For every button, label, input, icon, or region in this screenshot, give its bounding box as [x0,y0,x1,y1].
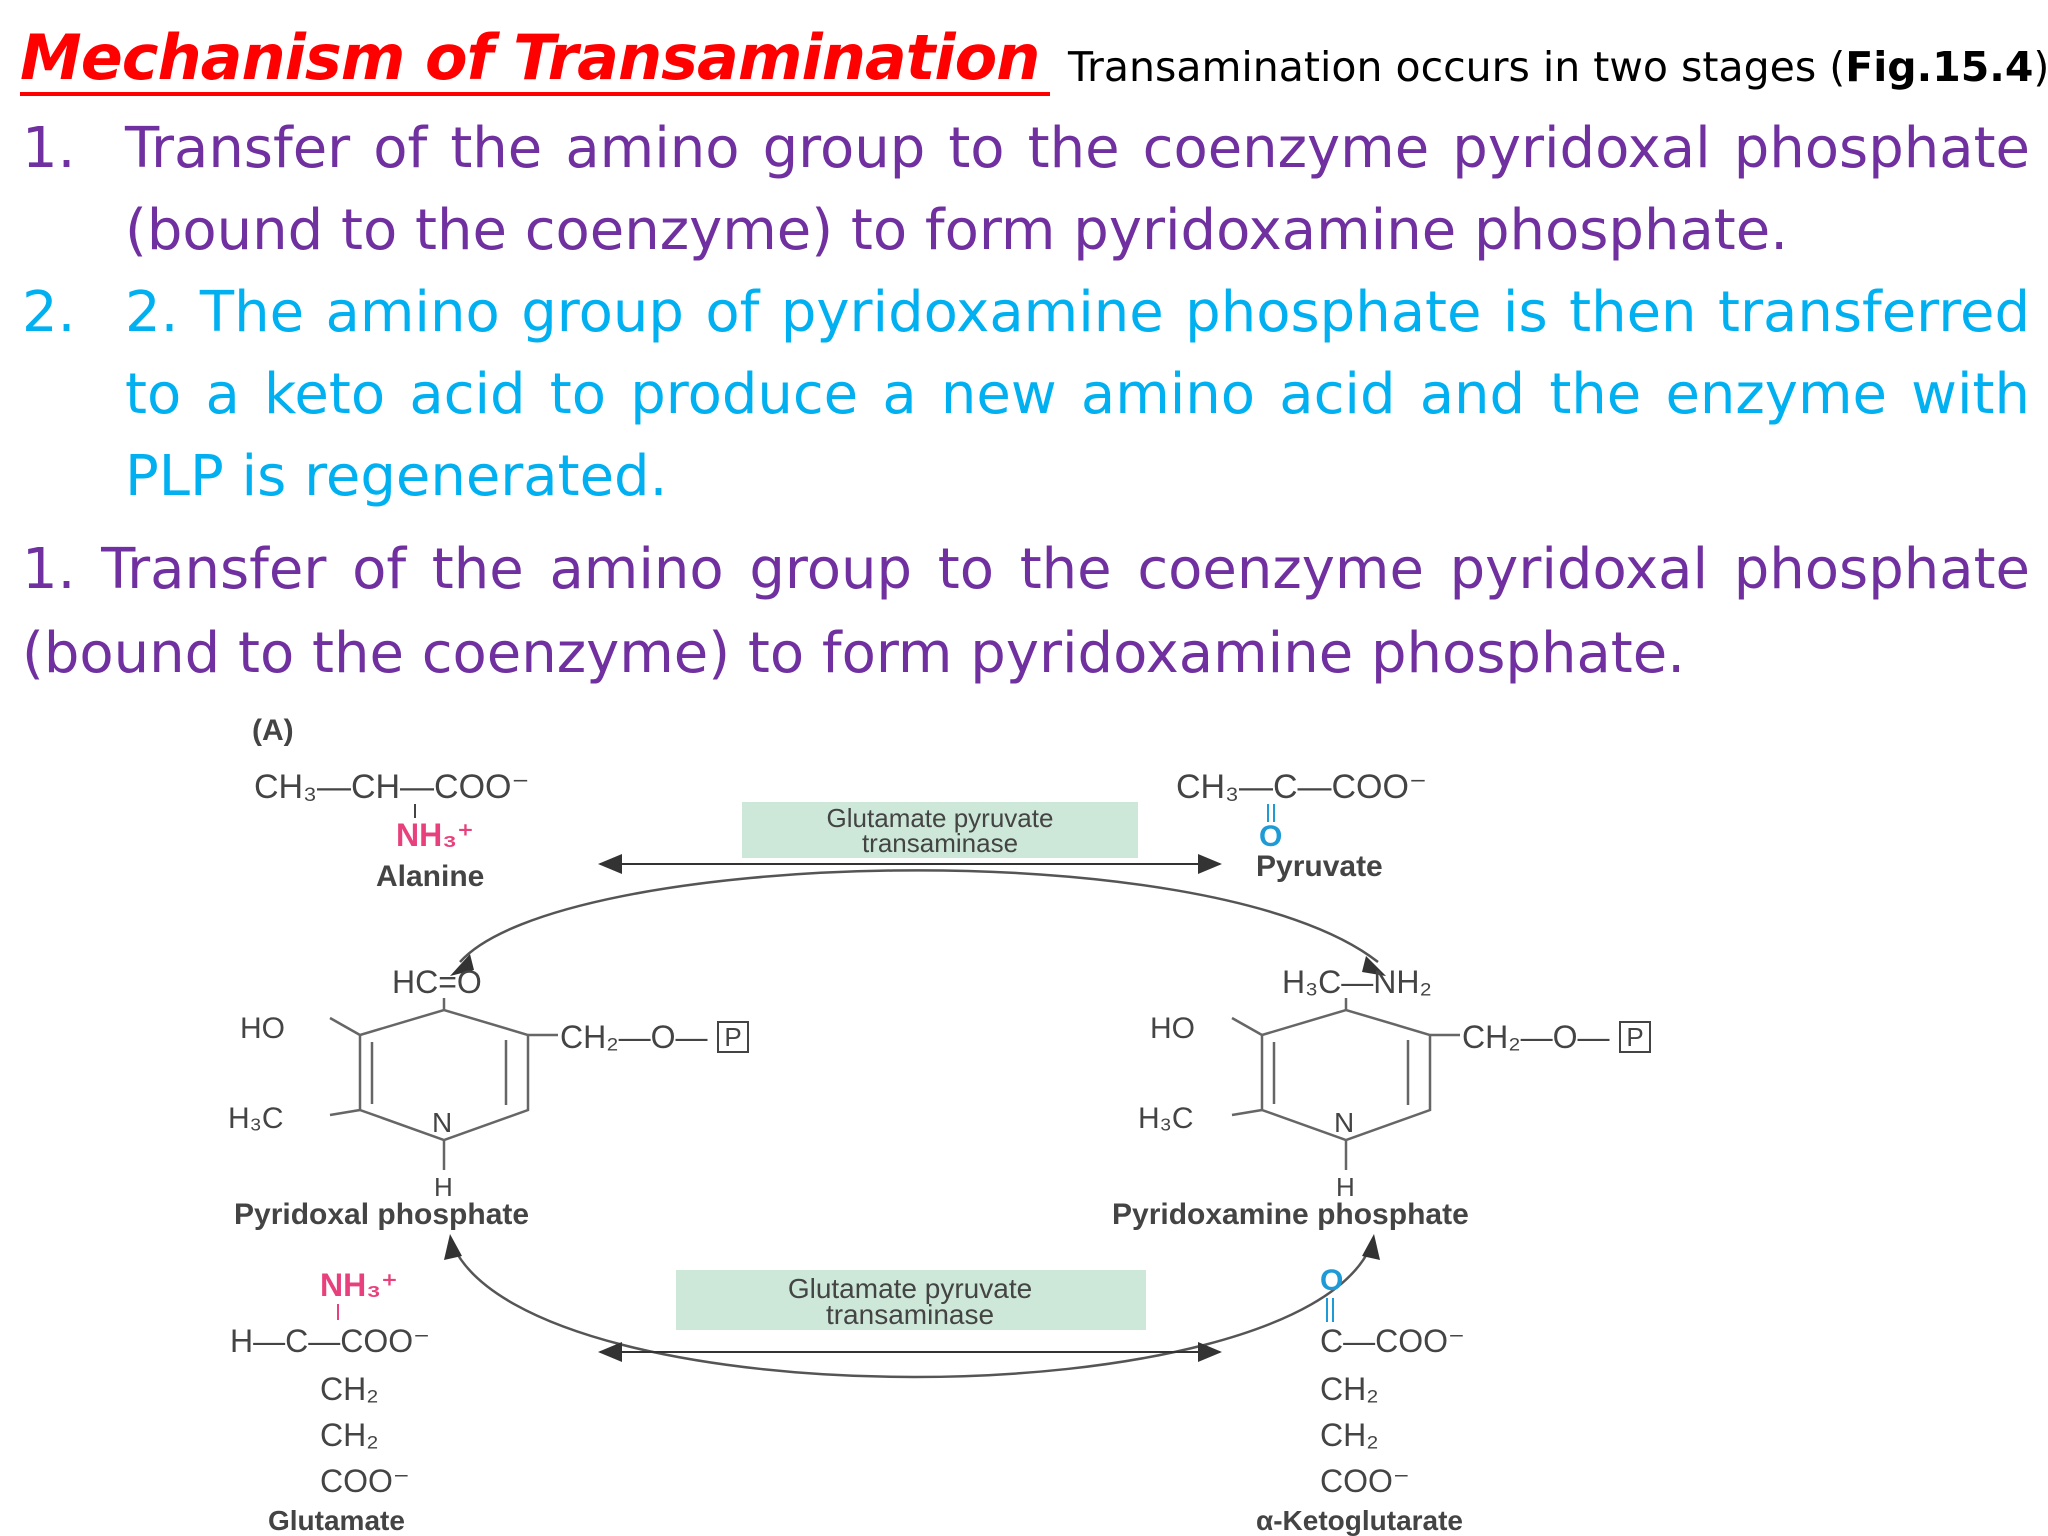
pmp-ring-hydrogen: H [1336,1172,1355,1202]
alanine-name: Alanine [376,860,484,893]
plp-ring-nitrogen: N [432,1107,452,1138]
plp-side-chain: CH₂—O— [560,1019,708,1055]
plp-ring-hydrogen: H [434,1172,453,1202]
arc-arrowhead-bottom-right [1362,1234,1380,1260]
plp-hydroxyl: HO [240,1012,285,1045]
list-text: Transfer of the amino group to the coenz… [125,116,2030,263]
pmp-phosphate: P [1626,1022,1643,1052]
title-underline [20,92,1050,96]
arc-arrowhead-left [450,954,474,976]
mechanism-diagram: (A) CH₃—CH—COO⁻ NH₃⁺ Alanine Glutamate p… [228,714,1651,1536]
cycle-arc-bottom [452,1247,1372,1379]
alanine-amino-group: NH₃⁺ [396,817,474,853]
pmp-phosphate-box [1619,1021,1651,1053]
plp-name: Pyridoxal phosphate [234,1198,529,1231]
arc-arrowhead-bottom-left [444,1234,462,1260]
repeated-paragraph: 1. Transfer of the amino group to the co… [22,537,2030,686]
pmp-side-chain: CH₂—O— [1462,1019,1610,1055]
glutamate-ch2-a: CH₂ [320,1371,379,1407]
pmp-ring-nitrogen: N [1334,1107,1354,1138]
pmp-hydroxyl: HO [1150,1012,1195,1045]
ketoglutarate-carboxylate: COO⁻ [1320,1463,1410,1499]
plp-aldehyde: HC=O [392,964,482,1000]
ketoglutarate-formula: C—COO⁻ [1320,1323,1465,1359]
ketoglutarate-oxygen: O [1320,1264,1343,1297]
pyruvate-name: Pyruvate [1256,850,1383,883]
alanine-formula: CH₃—CH—COO⁻ [254,768,529,806]
glutamate-formula: H—C—COO⁻ [230,1323,430,1359]
list-text: 2. The amino group of pyridoxamine phosp… [125,280,2030,509]
glutamate-name: Glutamate [268,1505,405,1536]
ketoglutarate-ch2-a: CH₂ [1320,1371,1379,1407]
arc-arrowhead-right [1362,956,1386,976]
pmp-aminomethyl: H₃C—NH₂ [1282,964,1432,1000]
page-title: Mechanism of Transamination [20,21,1040,94]
pyruvate-oxygen: O [1259,820,1282,853]
plp-phosphate-box [717,1021,749,1053]
panel-label: (A) [252,714,294,747]
pmp-name: Pyridoxamine phosphate [1112,1198,1469,1231]
list-item: 1. Transfer of the amino group to the co… [22,108,2030,272]
figure-reference: Fig.15.4 [1845,43,2034,91]
stages-list: 1. Transfer of the amino group to the co… [22,108,2030,518]
cycle-arc-top [459,869,1379,963]
pyruvate-formula: CH₃—C—COO⁻ [1176,768,1427,806]
title-row: Mechanism of Transamination Transaminati… [20,18,2048,98]
enzyme-label-top-2: transaminase [862,828,1018,858]
title-note-suffix: ) [2033,43,2048,91]
enzyme-label-bottom-1: Glutamate pyruvate [788,1273,1032,1304]
pmp-ring [1231,998,1460,1170]
list-number: 1. [22,116,76,181]
glutamate-amino-group: NH₃⁺ [320,1267,398,1303]
title-note: Transamination occurs in two stages (Fig… [1068,42,2048,92]
ketoglutarate-ch2-b: CH₂ [1320,1417,1379,1453]
enzyme-box-bottom [676,1270,1146,1330]
list-item: 2. 2. The amino group of pyridoxamine ph… [22,272,2030,518]
plp-ring [329,998,558,1170]
ketoglutarate-name: α-Ketoglutarate [1256,1505,1463,1536]
transamination-figure: (A) CH₃—CH—COO⁻ NH₃⁺ Alanine Glutamate p… [210,700,1850,1536]
title-note-prefix: Transamination occurs in two stages ( [1068,43,1846,91]
plp-phosphate: P [724,1022,741,1052]
list-number: 2. [22,280,76,345]
pmp-methyl: H₃C [1138,1102,1194,1135]
enzyme-label-top-1: Glutamate pyruvate [827,803,1054,833]
glutamate-ch2-b: CH₂ [320,1417,379,1453]
enzyme-box-top [742,802,1138,858]
plp-methyl: H₃C [228,1102,284,1135]
glutamate-carboxylate: COO⁻ [320,1463,410,1499]
enzyme-label-bottom-2: transaminase [826,1299,994,1330]
